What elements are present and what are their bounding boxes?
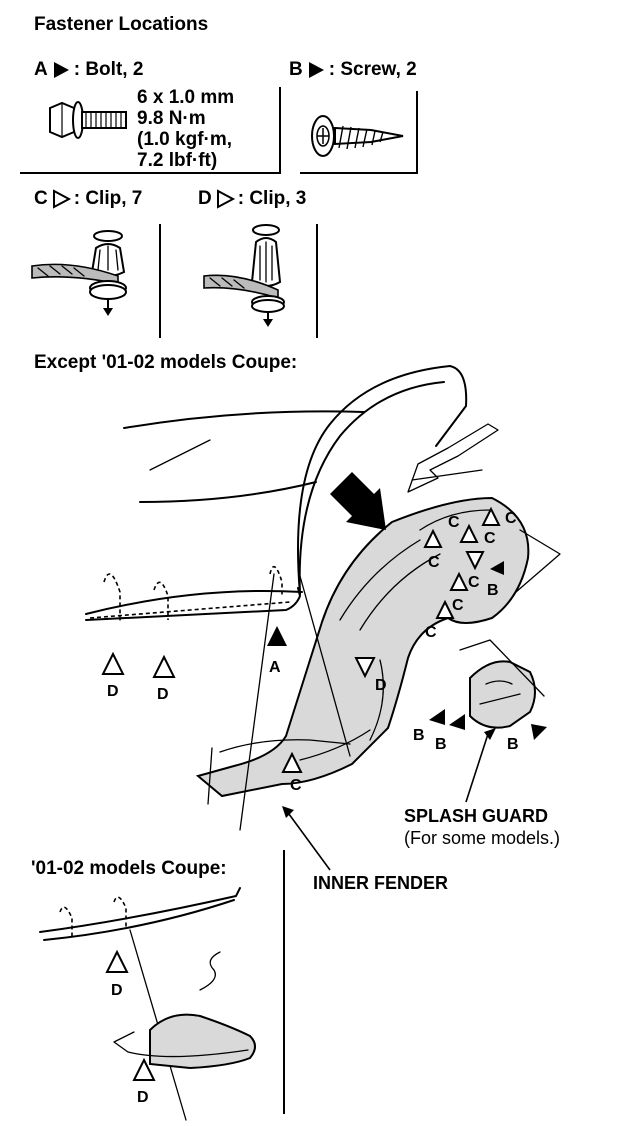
inner-fender-label: INNER FENDER [313, 873, 449, 893]
callout-c: C [468, 574, 480, 591]
filled-triangle-icon [490, 561, 504, 575]
fastener-d-desc: : Clip, 3 [237, 188, 307, 209]
inset-fender-drawing [39, 887, 256, 1121]
outline-triangle-icon [132, 1057, 156, 1081]
outline-triangle-icon [354, 657, 376, 679]
clip-icon [31, 230, 127, 316]
inset-callout-d: D [111, 982, 123, 999]
bolt-icon [49, 101, 127, 139]
callout-d: D [157, 686, 169, 703]
outline-triangle-icon [449, 571, 469, 591]
filled-triangle-icon [449, 714, 465, 730]
fastener-d-letter: D [198, 188, 212, 209]
callout-c: C [452, 597, 464, 614]
callout-d: D [107, 683, 119, 700]
bolt-spec-torque-kgf: (1.0 kgf·m, [137, 129, 233, 150]
outline-triangle-icon [101, 651, 125, 675]
fastener-b-heading: B : Screw, 2 [289, 59, 417, 81]
callout-c: C [448, 514, 460, 531]
callout-c: C [505, 510, 517, 527]
bolt-spec-torque-lbf: 7.2 lbf·ft) [137, 150, 218, 171]
callout-a: A [269, 659, 281, 676]
filled-triangle-icon [531, 724, 547, 740]
callout-b: B [413, 727, 425, 744]
callout-c: C [290, 777, 302, 794]
fastener-a-letter: A [34, 59, 48, 80]
callout-b: B [487, 582, 499, 599]
clip-icon [203, 224, 285, 327]
fastener-c-letter: C [34, 188, 48, 209]
callout-c: C [425, 624, 437, 641]
callout-d: D [375, 677, 387, 694]
fastener-b-letter: B [289, 59, 303, 80]
callout-b: B [507, 736, 519, 753]
splash-guard-note: (For some models.) [404, 828, 561, 848]
main-diagram-title: Except '01-02 models Coupe: [34, 352, 298, 373]
outline-triangle-icon [423, 528, 443, 548]
arrow-icon [465, 728, 496, 803]
bolt-spec-torque-nm: 9.8 N·m [137, 108, 206, 129]
bolt-spec: 6 x 1.0 mm 9.8 N·m (1.0 kgf·m, 7.2 lbf·f… [137, 87, 234, 171]
outline-triangle-icon [216, 189, 235, 209]
page-title: Fastener Locations [34, 14, 209, 35]
outline-triangle-icon [105, 949, 129, 973]
fender-assembly-drawing [85, 365, 561, 831]
fastener-d-heading: D : Clip, 3 [198, 188, 306, 210]
bolt-spec-size: 6 x 1.0 mm [137, 87, 235, 108]
inset-diagram-title: '01-02 models Coupe: [31, 858, 227, 879]
filled-triangle-icon [53, 62, 69, 78]
outline-triangle-icon [152, 654, 176, 678]
fastener-a-desc: : Bolt, 2 [73, 59, 144, 80]
callout-b: B [435, 736, 447, 753]
splash-guard-label: SPLASH GUARD [404, 806, 549, 826]
outline-triangle-icon [281, 751, 303, 773]
filled-triangle-icon [267, 626, 287, 646]
outline-triangle-icon [481, 506, 501, 526]
fastener-c-heading: C : Clip, 7 [34, 188, 142, 210]
callout-c: C [428, 554, 440, 571]
outline-triangle-icon [52, 189, 71, 209]
arrow-icon [282, 806, 331, 871]
screw-icon [311, 115, 404, 157]
outline-triangle-icon [465, 551, 485, 571]
filled-triangle-icon [308, 62, 324, 78]
outline-triangle-icon [435, 599, 455, 619]
fastener-a-heading: A : Bolt, 2 [34, 59, 143, 81]
inset-callout-d: D [137, 1089, 149, 1106]
outline-triangle-icon [459, 523, 479, 543]
fastener-b-desc: : Screw, 2 [328, 59, 417, 80]
filled-triangle-icon [429, 709, 445, 725]
callout-c: C [484, 530, 496, 547]
fastener-c-desc: : Clip, 7 [73, 188, 143, 209]
